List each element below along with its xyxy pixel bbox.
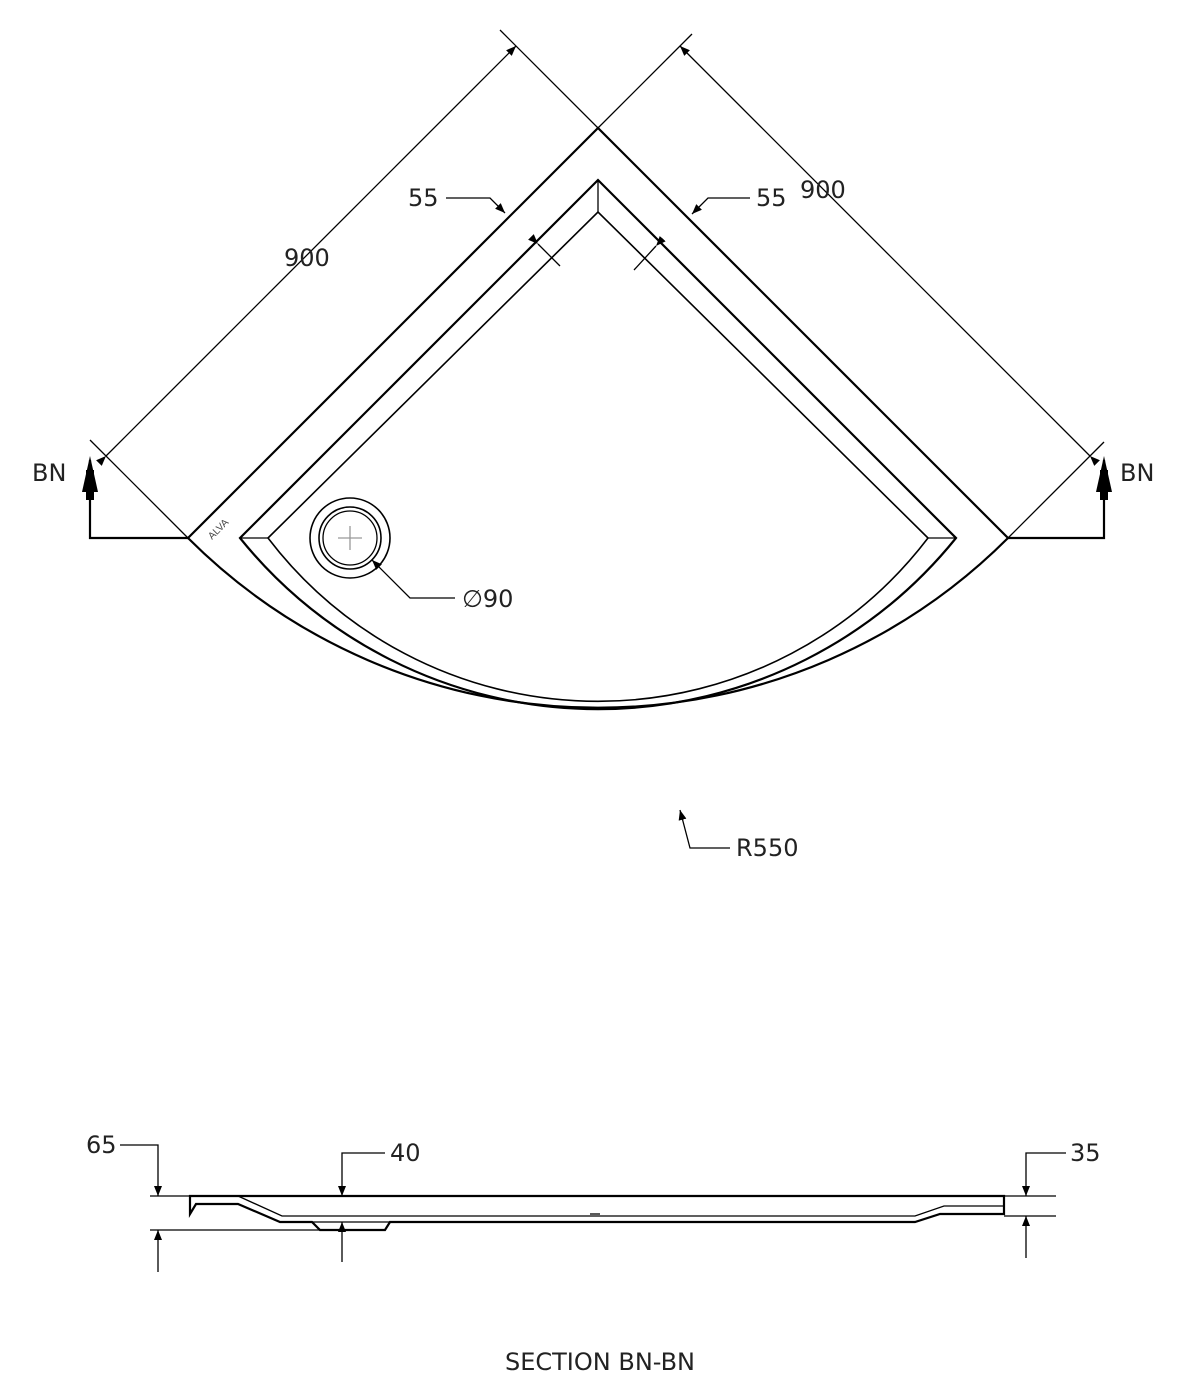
dimension-35-label: 35 — [1070, 1139, 1101, 1167]
section-view: 65 40 35 SECTION BN-BN — [86, 1131, 1101, 1376]
section-inner-line — [237, 1195, 1004, 1217]
tray-inner-outline — [238, 178, 958, 711]
dimension-65 — [120, 1144, 320, 1272]
dimension-40-label: 40 — [390, 1139, 421, 1167]
dimension-55-left-label: 55 — [408, 184, 439, 212]
dimension-35 — [1004, 1152, 1066, 1258]
tray-section-profile — [188, 1194, 1006, 1232]
section-marker-right-label: BN — [1120, 459, 1154, 487]
dimension-900-right-label: 900 — [800, 176, 846, 204]
dimension-900-left — [89, 29, 599, 539]
dimension-900-right — [597, 33, 1105, 539]
dimension-900-left-label: 900 — [284, 244, 330, 272]
dimension-waste-label: ∅90 — [462, 585, 513, 613]
section-marker-right — [1008, 456, 1112, 540]
dimension-55-right-label: 55 — [756, 184, 787, 212]
section-marker-left-label: BN — [32, 459, 66, 487]
waste-outlet — [309, 497, 391, 579]
tray-inner-outline-2 — [266, 210, 930, 703]
plan-view: ALVA 900 900 55 55 — [32, 29, 1154, 862]
dimension-55-right — [633, 197, 750, 271]
dimension-waste-leader — [371, 559, 455, 599]
dimension-radius-leader — [678, 809, 730, 849]
dimension-65-label: 65 — [86, 1131, 117, 1159]
section-title: SECTION BN-BN — [505, 1348, 695, 1376]
dimension-55-left — [446, 197, 561, 267]
tray-outer-outline — [186, 126, 1010, 709]
dimension-radius-label: R550 — [736, 834, 798, 862]
dimension-40 — [338, 1152, 385, 1262]
section-marker-left — [82, 456, 188, 540]
brand-logo: ALVA — [206, 517, 231, 542]
